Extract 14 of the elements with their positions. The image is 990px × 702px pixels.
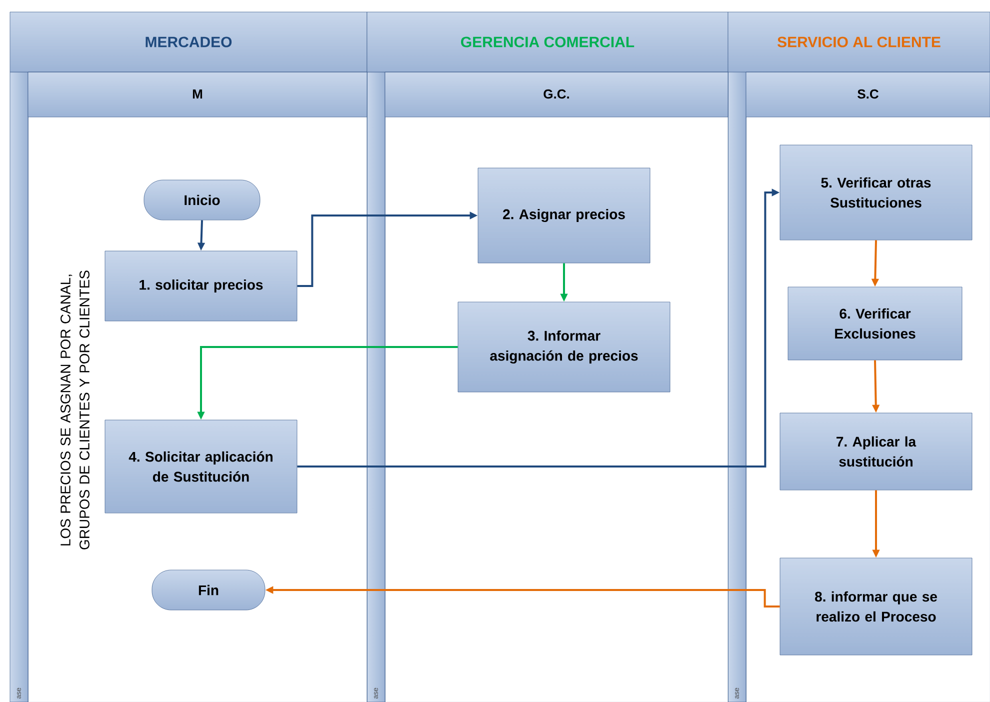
lane-header: GERENCIA COMERCIAL [366,12,728,72]
rotated-note: LOS PRECIOS SE ASGNAN POR CANAL, GRUPOS DE CLIENTES Y POR CLIENTES [60,270,90,550]
terminal-oval: Inicio [144,180,260,220]
lane-header: MERCADEO [10,12,368,72]
process-box: 8. informar que se realizo el Proceso [780,558,972,656]
process-box: 5. Verificar otras Sustituciones [780,144,972,240]
process-box: 2. Asignar precios [478,168,650,264]
terminal-oval: Fin [152,570,266,610]
process-box: 3. Informar asignación de precios [458,302,670,392]
process-box: 4. Solicitar aplicación de Sustitución [104,420,298,514]
process-box: 7. Aplicar la sustitución [780,412,972,490]
process-box: 6. Verificar Exclusiones [788,286,962,360]
lane-header: SERVICIO AL CLIENTE [728,12,990,72]
process-box: 1. solicitar precios [104,250,298,322]
